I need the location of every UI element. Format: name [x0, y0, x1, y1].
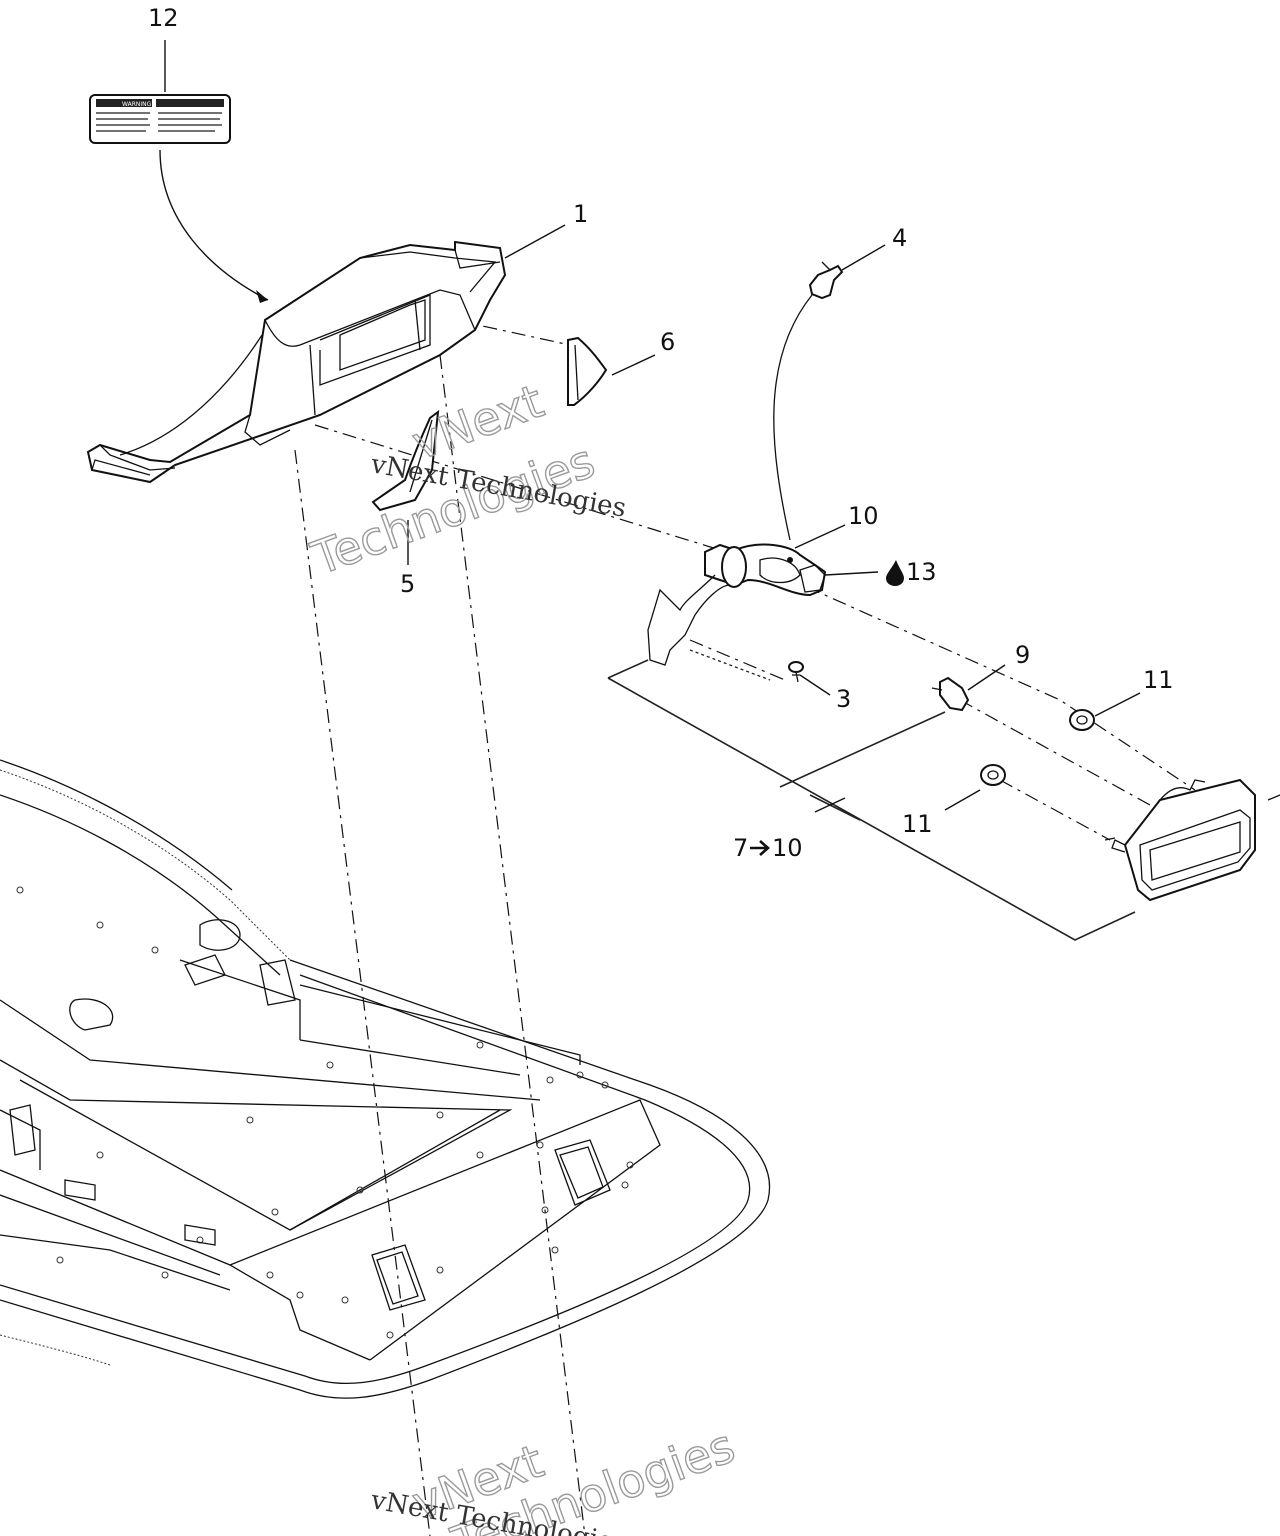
label-decal-text: WARNING [122, 101, 152, 108]
chassis-frame [0, 759, 771, 1399]
deflector-right [567, 336, 608, 406]
screw [788, 661, 804, 683]
callout-11-upper: 11 [1143, 666, 1174, 694]
assembly-bracket [607, 649, 1136, 941]
callout-5: 5 [400, 570, 415, 598]
watermark-lower: vNext Technologies vNext Technologies [368, 1418, 742, 1536]
warning-label-decal: WARNING [89, 94, 231, 144]
callout-6: 6 [660, 328, 675, 356]
callout-13-text: 13 [906, 558, 937, 586]
callout-3: 3 [836, 685, 851, 713]
callout-7-to-10: 7 10 [733, 834, 803, 862]
callout-7: 7 [733, 834, 748, 862]
callout-11-lower: 11 [902, 810, 933, 838]
callouts: 12 1 4 6 5 10 13 9 3 11 11 7 10 [148, 4, 1174, 862]
tail-light-lens [1104, 778, 1280, 902]
callout-13: 13 [886, 558, 937, 586]
callout-4: 4 [892, 224, 907, 252]
tail-light-housing [86, 240, 507, 484]
arrow-right-icon [750, 840, 770, 856]
callout-9: 9 [1015, 641, 1030, 669]
watermark-upper: vNext Technologies vNext Technologies [304, 373, 629, 586]
grommet-lower [980, 764, 1006, 786]
assembly-lines [294, 319, 1196, 1536]
deflector-left [371, 409, 440, 512]
wire-connector-4 [808, 261, 844, 300]
grommet-upper [1069, 709, 1095, 731]
drop-icon [886, 560, 904, 586]
bulb [931, 676, 970, 712]
callout-12: 12 [148, 4, 179, 32]
callout-1: 1 [573, 200, 588, 228]
wiring-harness [647, 543, 827, 666]
callout-7-to: 10 [772, 834, 803, 862]
callout-10: 10 [848, 502, 879, 530]
